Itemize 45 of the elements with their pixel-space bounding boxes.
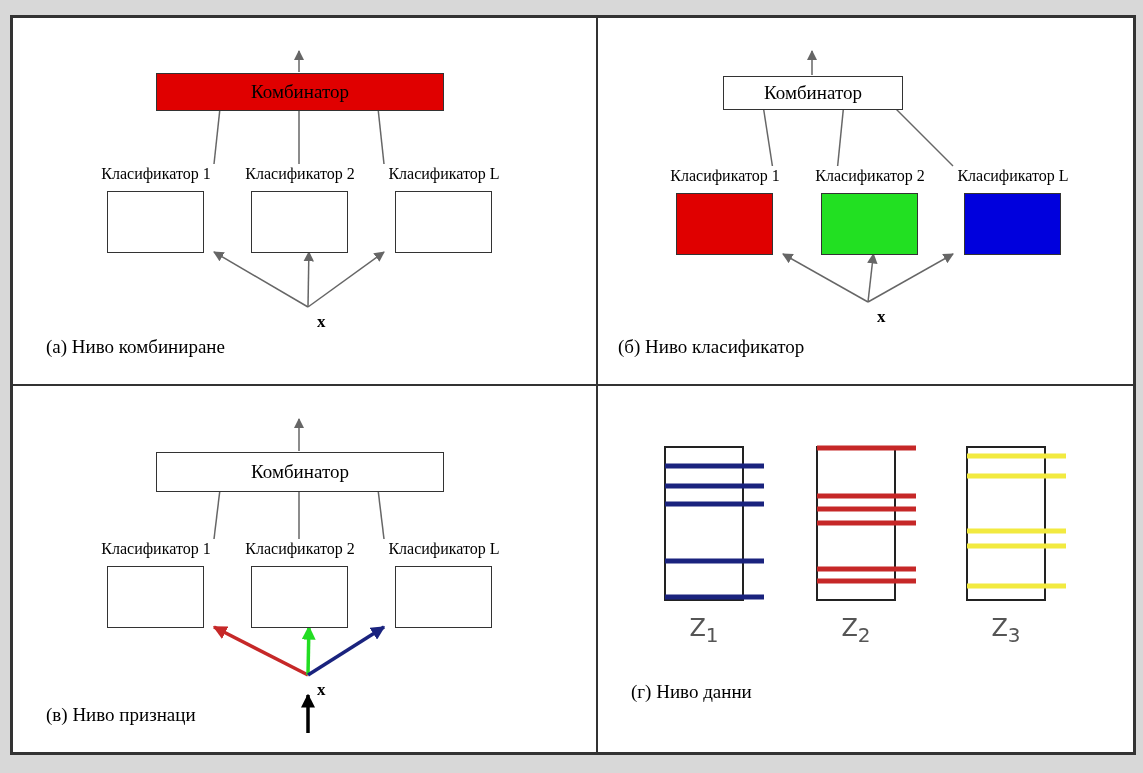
classifier-label: Класификатор 1 [100, 165, 212, 185]
connector-line [895, 108, 954, 167]
combiner-box: Комбинатор [156, 73, 444, 111]
arrow [782, 253, 869, 303]
arrow [867, 253, 954, 303]
connector-line [762, 108, 774, 167]
connector-line [836, 108, 845, 167]
panel [597, 17, 1134, 385]
panel-caption: (а) Ниво комбиниране [46, 336, 225, 358]
classifier-label: Класификатор L [387, 540, 501, 560]
input-label: x [309, 308, 327, 328]
classifier-label: Класификатор L [387, 165, 501, 185]
classifier-label: Класификатор L [956, 167, 1070, 187]
combiner-box: Комбинатор [156, 452, 444, 492]
connector-line [213, 490, 221, 540]
subset-label: Z$_{3}$ [990, 614, 1022, 647]
connector-line [213, 109, 221, 165]
arrow [213, 251, 309, 308]
subset-label: Z$_{1}$ [688, 614, 720, 647]
connector-line [298, 490, 300, 540]
connector-line [298, 109, 300, 165]
arrow [301, 693, 315, 733]
input-label: x [869, 303, 887, 323]
arrow [212, 625, 309, 677]
arrow [293, 417, 305, 452]
panel-caption: (б) Ниво класификатор [618, 336, 805, 358]
panel [12, 17, 597, 385]
panel-caption: (в) Ниво признаци [46, 704, 196, 726]
subset-label: Z$_{2}$ [840, 614, 872, 647]
arrow [307, 251, 385, 308]
classifier-label: Класификатор 2 [814, 167, 926, 187]
panel [597, 385, 1134, 753]
classifier-label: Класификатор 2 [244, 165, 356, 185]
arrow [307, 625, 386, 677]
arrow [293, 49, 305, 73]
classifier-label: Класификатор 2 [244, 540, 356, 560]
input-label: x [309, 676, 327, 696]
connector-line [377, 109, 385, 165]
classifier-label: Класификатор 1 [100, 540, 212, 560]
panel [12, 385, 597, 753]
combiner-box: Комбинатор [723, 76, 903, 110]
connector-line [377, 490, 385, 540]
classifier-label: Класификатор 1 [669, 167, 781, 187]
panel-caption: (г) Ниво данни [631, 681, 752, 703]
arrow [806, 49, 818, 76]
